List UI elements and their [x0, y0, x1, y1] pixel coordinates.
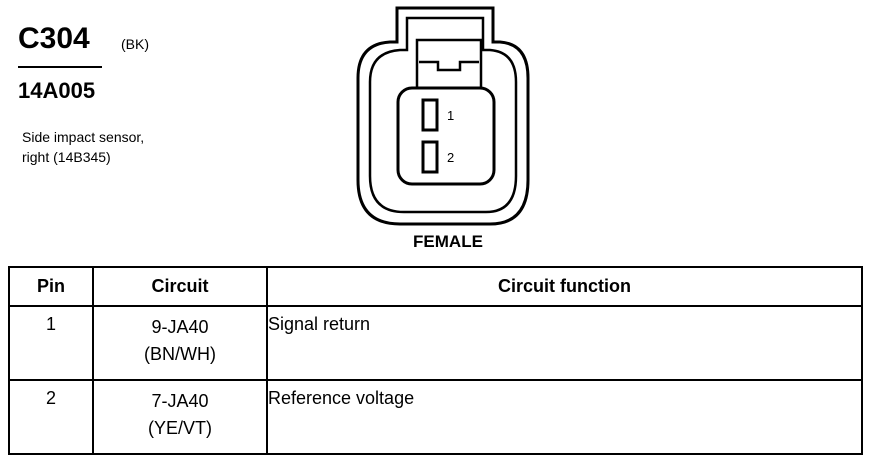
description-line-1: Side impact sensor, — [22, 129, 145, 145]
connector-gender-label: FEMALE — [413, 232, 483, 251]
circuit-cell: 9-JA40 (BN/WH) — [92, 305, 268, 381]
circuit-number: 7-JA40 — [151, 391, 209, 411]
description-line-2: right (14B345) — [22, 149, 111, 165]
part-number: 14A005 — [18, 78, 96, 103]
connector-inner-housing — [368, 16, 518, 214]
locking-tab-detail — [419, 60, 479, 72]
color-code: (BK) — [121, 36, 149, 52]
circuit-function: Signal return — [266, 305, 863, 381]
wire-color: (YE/VT) — [147, 418, 212, 438]
column-header-pin: Pin — [8, 266, 94, 307]
table-row: 2 7-JA40 (YE/VT) Reference voltage — [8, 379, 863, 455]
connector-outer-housing — [356, 6, 530, 226]
column-header-circuit-function: Circuit function — [266, 266, 863, 307]
pin-number: 1 — [8, 305, 94, 381]
wire-color: (BN/WH) — [144, 344, 216, 364]
pinout-table: Pin Circuit Circuit function 1 9-JA40 (B… — [8, 266, 863, 455]
table-row: 1 9-JA40 (BN/WH) Signal return — [8, 305, 863, 381]
pin-2-cavity — [421, 140, 439, 174]
connector-face-diagram: 1 2 — [356, 6, 530, 226]
terminal-block — [396, 86, 496, 186]
circuit-number: 9-JA40 — [151, 317, 209, 337]
pin-1-label: 1 — [447, 108, 454, 123]
pin-number: 2 — [8, 379, 94, 455]
locking-tab — [415, 38, 483, 90]
column-header-circuit: Circuit — [92, 266, 268, 307]
pin-1-cavity — [421, 98, 439, 132]
circuit-cell: 7-JA40 (YE/VT) — [92, 379, 268, 455]
table-header-row: Pin Circuit Circuit function — [8, 266, 863, 307]
circuit-function: Reference voltage — [266, 379, 863, 455]
header-rule — [18, 66, 102, 68]
connector-id: C304 — [18, 22, 90, 55]
component-description: Side impact sensor, right (14B345) — [22, 127, 144, 167]
pin-2-label: 2 — [447, 150, 454, 165]
